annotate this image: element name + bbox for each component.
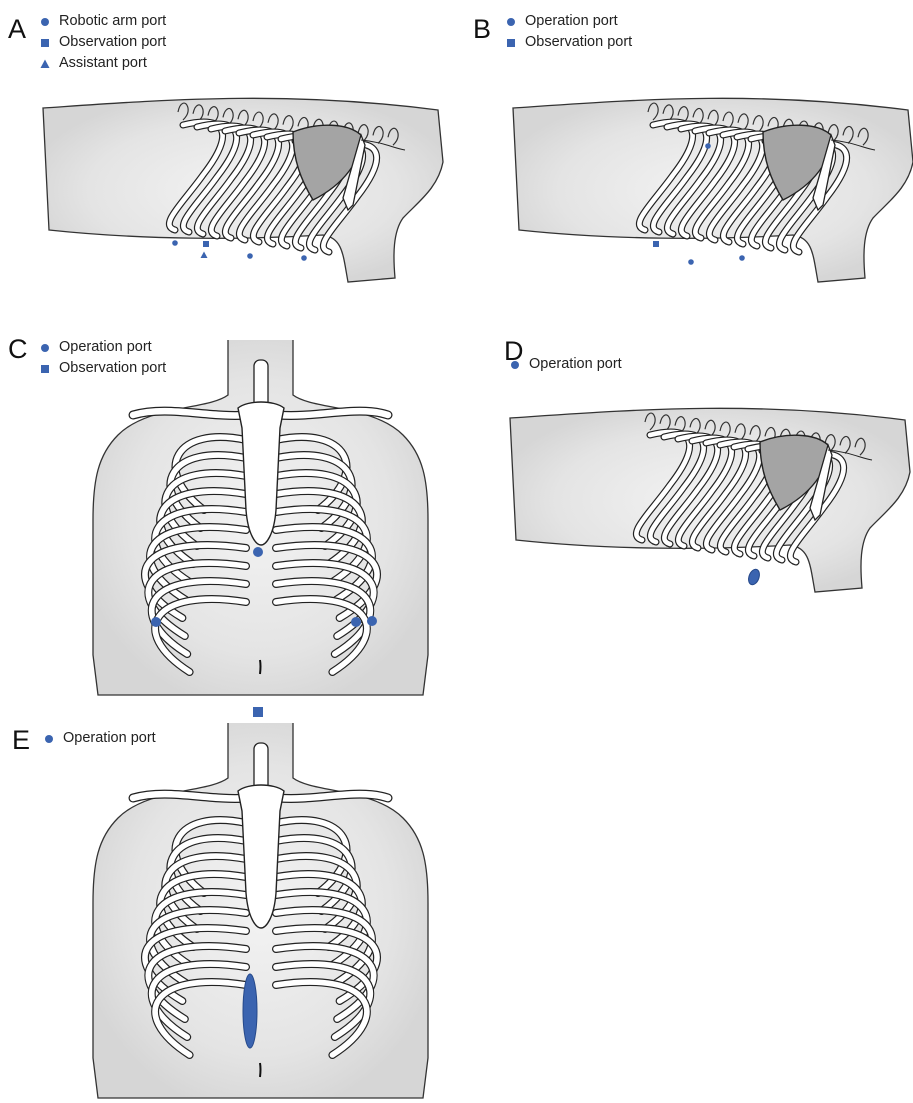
port-marker: [253, 547, 263, 557]
lateral-thorax-illustration: [470, 330, 913, 640]
anterior-thorax-illustration: [0, 330, 470, 720]
panel-d: D Operation port: [470, 330, 913, 640]
anterior-body: [93, 723, 428, 1098]
port-marker: [301, 255, 307, 261]
port-marker: [201, 252, 208, 259]
lateral-thorax-illustration: [0, 0, 460, 310]
port-marker: [172, 240, 178, 246]
navel: [260, 1063, 261, 1077]
lateral-body: [513, 98, 913, 282]
panel-b: B Operation port Observation port: [470, 0, 913, 310]
port-marker: [351, 617, 361, 627]
port-marker: [747, 568, 762, 586]
anterior-body: [93, 340, 428, 717]
port-marker: [705, 143, 711, 149]
lateral-body: [510, 408, 910, 592]
port-marker: [367, 616, 377, 626]
port-marker: [688, 259, 694, 265]
port-marker: [653, 241, 659, 247]
panel-e: E Operation port: [0, 718, 470, 1103]
lateral-body: [43, 98, 443, 282]
navel: [260, 660, 261, 674]
panel-c: C Operation port Observation port: [0, 330, 470, 720]
port-marker: [253, 707, 263, 717]
port-marker: [203, 241, 209, 247]
port-marker: [243, 974, 257, 1048]
port-marker: [247, 253, 253, 259]
anterior-thorax-illustration: [0, 718, 470, 1103]
panel-a: A Robotic arm port Observation port Assi…: [0, 0, 460, 310]
port-marker: [151, 617, 161, 627]
port-marker: [739, 255, 745, 261]
lateral-thorax-illustration: [470, 0, 913, 310]
